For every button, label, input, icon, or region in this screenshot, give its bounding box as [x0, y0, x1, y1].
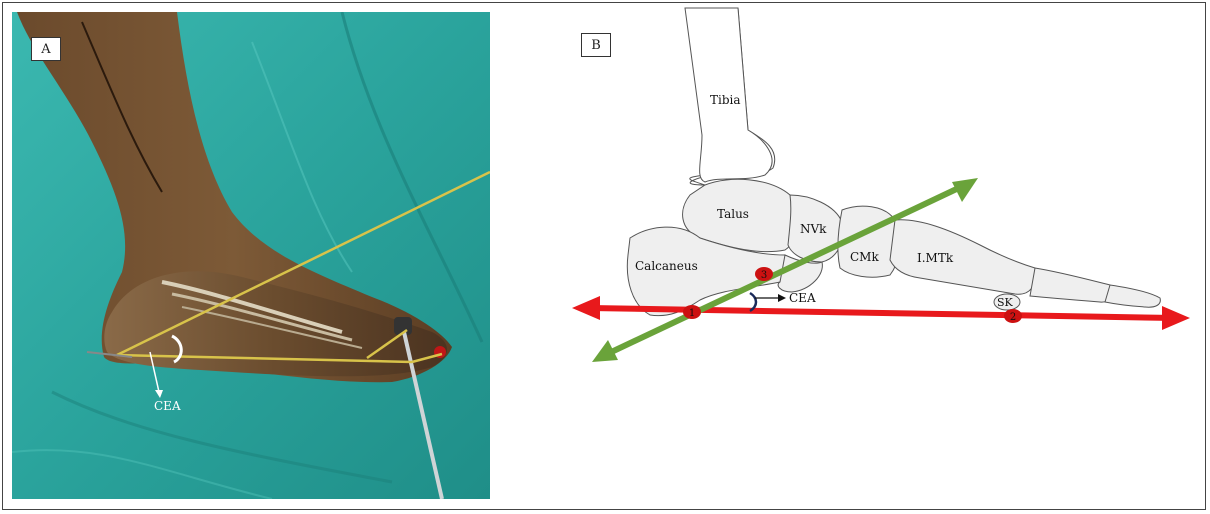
angle-label-b: CEA	[789, 291, 816, 305]
sesamoid-label: SK	[997, 296, 1014, 309]
foot-bone-schematic: 1 2 3 Tibia Talus NVk CMk I.MTk Calcaneu…	[560, 0, 1200, 400]
panel-b-label: B	[581, 33, 611, 57]
metatarsal-label: I.MTk	[917, 251, 954, 265]
cadaver-foot-illustration: CEA	[12, 12, 490, 499]
angle-label-a: CEA	[154, 399, 181, 413]
point-1-label: 1	[689, 308, 695, 319]
navicular-label: NVk	[800, 222, 827, 236]
point-2-label: 2	[1010, 312, 1016, 323]
panel-b-diagram: 1 2 3 Tibia Talus NVk CMk I.MTk Calcaneu…	[560, 0, 1200, 400]
horizontal-axis-right-arrowhead	[1162, 306, 1190, 330]
calcaneus-label: Calcaneus	[635, 259, 698, 273]
point-3: 3	[755, 267, 773, 281]
tibia-label: Tibia	[710, 93, 741, 107]
panel-a-photo: CEA A	[12, 12, 490, 499]
panel-a-label: A	[31, 37, 61, 61]
cuneiform-label: CMk	[850, 250, 879, 264]
horizontal-axis-left-arrowhead	[572, 296, 600, 320]
talus-label: Talus	[717, 207, 749, 221]
first-metatarsal	[890, 220, 1036, 294]
bone-outlines	[627, 8, 1160, 316]
point-2: 2	[1004, 309, 1022, 323]
point-3-label: 3	[761, 270, 767, 281]
point-1: 1	[683, 305, 701, 319]
horizontal-axis-line	[590, 308, 1175, 318]
